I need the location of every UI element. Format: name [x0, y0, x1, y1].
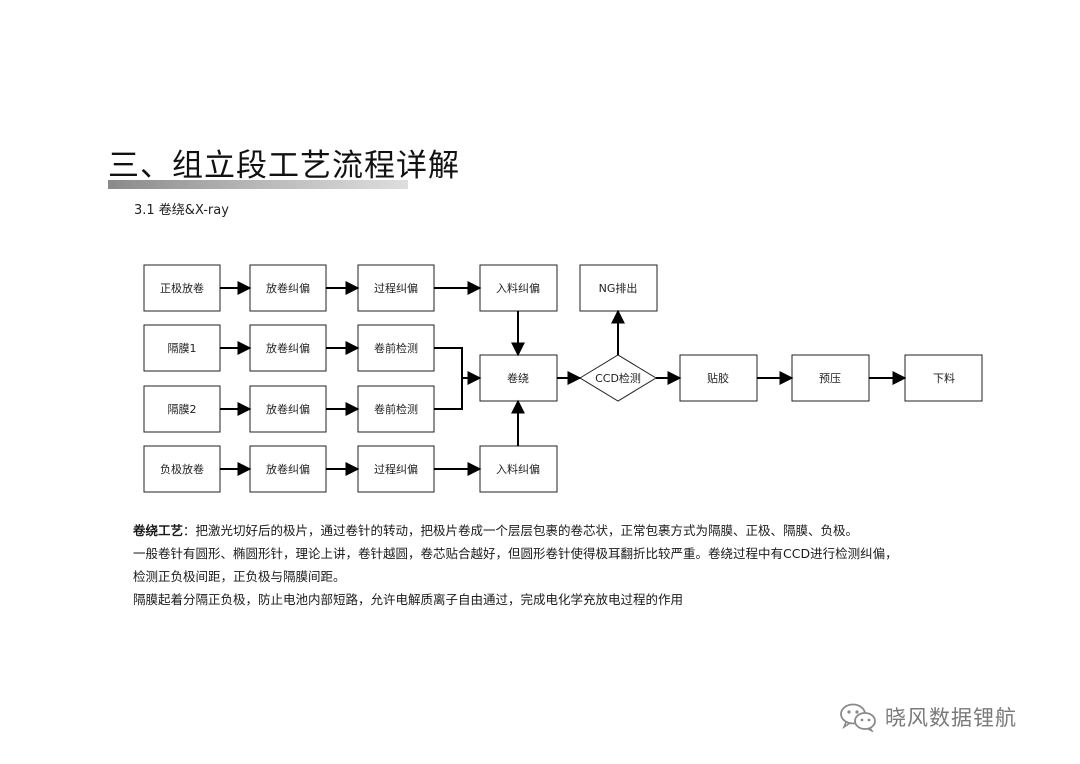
section-subtitle: 3.1 卷绕&X-ray: [134, 203, 229, 218]
node-label: 入料纠偏: [496, 281, 540, 295]
node-label: 放卷纠偏: [266, 402, 310, 416]
description-keyword: 卷绕工艺: [133, 523, 184, 538]
node-label: 隔膜1: [168, 342, 197, 355]
node-label: 正极放卷: [160, 281, 204, 295]
node-label: 放卷纠偏: [266, 281, 310, 295]
node-label: 卷绕: [507, 371, 529, 385]
node-guocheng-jiupian-2: 过程纠偏: [357, 445, 435, 493]
node-zhengji-fangjuan: 正极放卷: [143, 264, 221, 312]
watermark: 晓风数据锂航: [838, 700, 1017, 734]
description-text: ：把激光切好后的极片，通过卷针的转动，把极片卷成一个层层包裹的卷芯状，正常包裹方…: [183, 523, 859, 538]
node-label: 预压: [819, 372, 841, 385]
node-fangjuan-jiupian-2: 放卷纠偏: [249, 324, 327, 372]
node-label: 卷前检测: [374, 341, 418, 355]
node-xialiao: 下料: [904, 354, 983, 402]
node-gemo-2: 隔膜2: [143, 385, 221, 433]
node-label: 隔膜2: [168, 403, 197, 416]
title-underline: [108, 180, 408, 189]
node-juanqian-jiance-2: 卷前检测: [357, 385, 435, 433]
node-fangjuan-jiupian-1: 放卷纠偏: [249, 264, 327, 312]
connector-line: [434, 347, 463, 410]
node-ng-paichu: NG排出: [579, 264, 658, 312]
node-label: 贴胶: [707, 371, 729, 385]
wechat-icon: [840, 703, 876, 732]
node-fangjuan-jiupian-4: 放卷纠偏: [249, 445, 327, 493]
description-line-4: 隔膜起着分隔正负极，防止电池内部短路，允许电解质离子自由通过，完成电化学充放电过…: [133, 592, 684, 607]
description-line-3: 检测正负极间距，正负极与隔膜间距。: [133, 569, 346, 584]
node-fangjuan-jiupian-3: 放卷纠偏: [249, 385, 327, 433]
node-label: 过程纠偏: [374, 281, 418, 295]
node-label: NG排出: [599, 281, 638, 295]
node-yuya: 预压: [791, 354, 870, 402]
node-label: 放卷纠偏: [266, 462, 310, 476]
node-juanrao: 卷绕: [479, 354, 558, 402]
node-label: 入料纠偏: [496, 462, 540, 476]
description-line-2: 一般卷针有圆形、椭圆形针，理论上讲，卷针越圆，卷芯贴合越好，但圆形卷针使得极耳翻…: [133, 546, 898, 561]
node-fuji-fangjuan: 负极放卷: [143, 445, 221, 493]
node-label: 负极放卷: [160, 462, 204, 476]
node-label: CCD检测: [595, 371, 641, 385]
process-description: 卷绕工艺：把激光切好后的极片，通过卷针的转动，把极片卷成一个层层包裹的卷芯状，正…: [133, 519, 973, 611]
node-juanqian-jiance-1: 卷前检测: [357, 324, 435, 372]
node-label: 下料: [933, 371, 955, 385]
description-line-1: 卷绕工艺：把激光切好后的极片，通过卷针的转动，把极片卷成一个层层包裹的卷芯状，正…: [133, 519, 973, 542]
node-ccd-jiance: CCD检测: [579, 354, 657, 402]
node-gemo-1: 隔膜1: [143, 324, 221, 372]
node-label: 过程纠偏: [374, 462, 418, 476]
page-title: 三、组立段工艺流程详解: [108, 148, 460, 184]
node-tiejiao: 贴胶: [679, 354, 758, 402]
node-ruliao-jiupian-2: 入料纠偏: [479, 445, 558, 493]
node-ruliao-jiupian-1: 入料纠偏: [479, 264, 558, 312]
watermark-text: 晓风数据锂航: [885, 706, 1017, 730]
node-guocheng-jiupian-1: 过程纠偏: [357, 264, 435, 312]
node-label: 放卷纠偏: [266, 341, 310, 355]
node-label: 卷前检测: [374, 402, 418, 416]
